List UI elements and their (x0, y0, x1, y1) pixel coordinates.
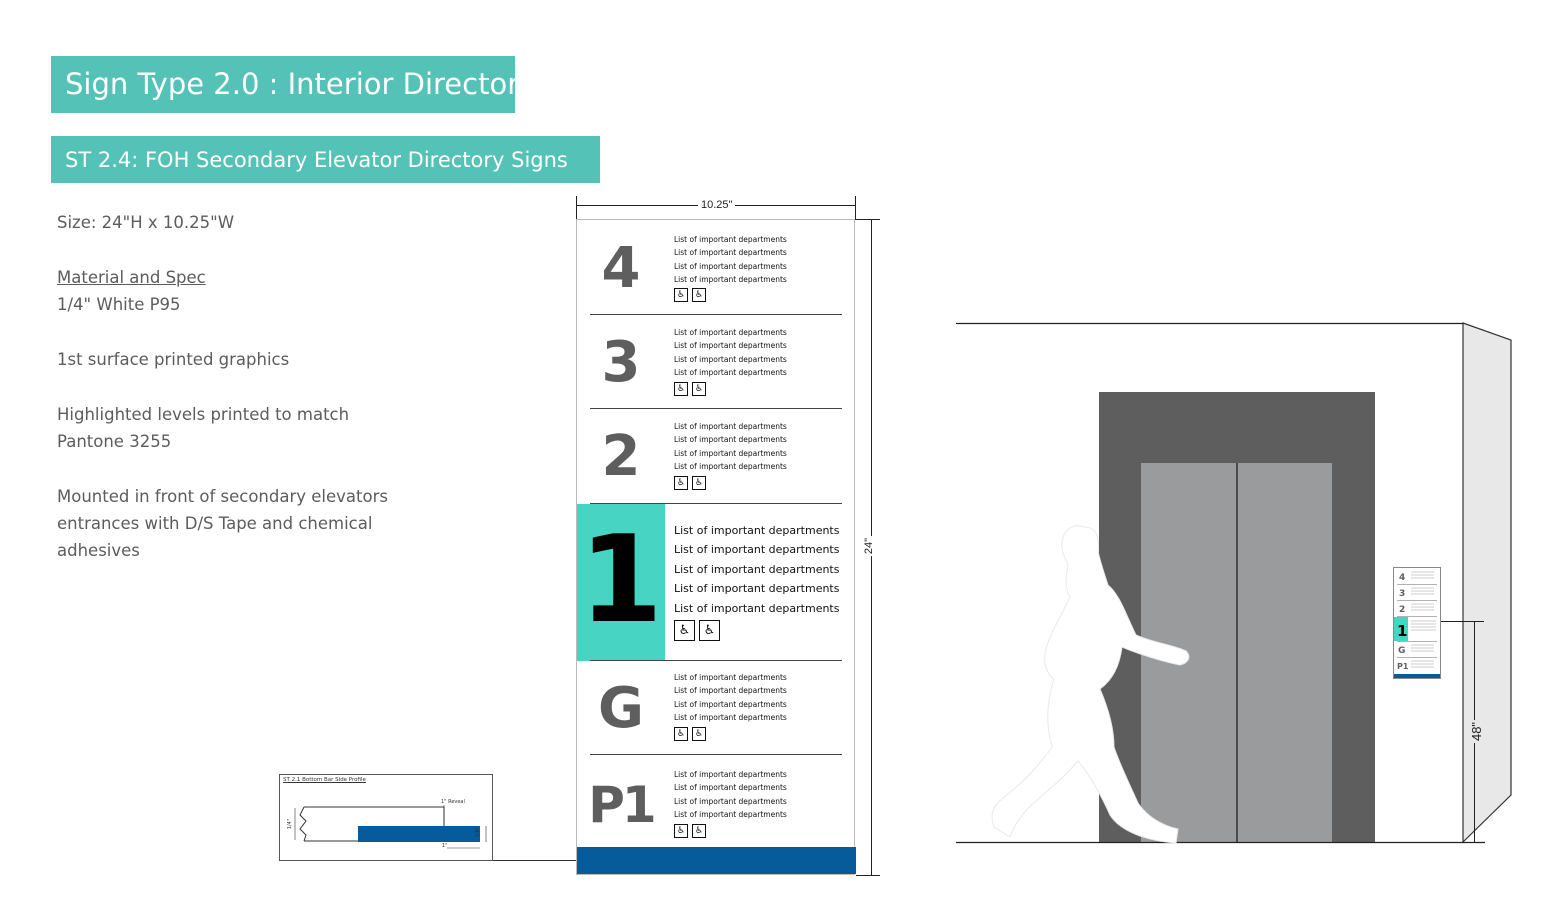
svg-text:1: 1 (1397, 622, 1407, 640)
department-line: List of important departments (674, 673, 787, 682)
highlight-text-2: Pantone 3255 (57, 432, 172, 451)
bottom-bar-profile-detail: ST 2.1 Bottom Bar Side Profile 1" Reveal… (279, 774, 493, 861)
department-line: List of important departments (674, 562, 840, 576)
detail-leader-line (493, 860, 576, 861)
height-dimension-label: 24" (863, 535, 876, 557)
svg-text:3: 3 (1399, 589, 1405, 599)
level-number-4: 4 (601, 236, 641, 301)
level-number-2: 2 (601, 424, 641, 489)
department-line: List of important departments (674, 367, 787, 377)
department-line: List of important departments (674, 448, 787, 458)
level-g-list: List of important departments List of im… (674, 671, 787, 724)
department-line: List of important departments (674, 354, 787, 364)
level-2-list: List of important departments List of im… (674, 420, 787, 473)
department-line: List of important departments (674, 770, 787, 779)
bar-thickness-label: 1/8" (475, 826, 482, 838)
spec-list: Size: 24"H x 10.25"W Material and Spec 1… (57, 209, 437, 564)
section-subtitle: ST 2.4: FOH Secondary Elevator Directory… (51, 136, 600, 183)
level-number-3: 3 (601, 330, 641, 395)
department-line: List of important departments (674, 712, 787, 722)
svg-text:G: G (1398, 646, 1405, 656)
restroom-accessible-icon: ♿ (699, 620, 720, 641)
restroom-accessible-icon: ♿ (692, 476, 706, 490)
level-number-p1: P1 (588, 776, 656, 834)
restroom-accessible-icon: ♿ (674, 476, 688, 490)
elevator-scene (956, 322, 1512, 844)
department-line: List of important departments (674, 328, 787, 337)
svg-text:2: 2 (1399, 605, 1405, 615)
level-4-icons: ♿ ♿ (674, 288, 706, 302)
level-4-list: List of important departments List of im… (674, 233, 787, 286)
mounted-sign-drawing: 4 3 2 1 G P1 (1394, 568, 1440, 678)
restroom-accessible-icon: ♿ (674, 288, 688, 302)
directory-sign: 4 List of important departments List of … (576, 219, 856, 875)
reveal-label: 1" Reveal (441, 799, 465, 805)
department-line: List of important departments (674, 699, 787, 709)
restroom-accessible-icon: ♿ (692, 727, 706, 741)
restroom-accessible-icon: ♿ (674, 382, 688, 396)
restroom-accessible-icon: ♿ (674, 824, 688, 838)
department-line: List of important departments (674, 235, 787, 244)
department-line: List of important departments (674, 435, 787, 445)
level-3-icons: ♿ ♿ (674, 382, 706, 396)
page-title: Sign Type 2.0 : Interior Directory (51, 56, 536, 113)
restroom-accessible-icon: ♿ (674, 727, 688, 741)
thickness-label: 1/4" (287, 818, 294, 830)
level-g-icons: ♿ ♿ (674, 727, 706, 741)
department-line: List of important departments (674, 341, 787, 351)
department-line: List of important departments (674, 461, 787, 471)
width-dimension-label: 10.25" (698, 199, 736, 211)
mount-height-label: 48" (1469, 719, 1485, 744)
department-line: List of important departments (674, 809, 787, 819)
level-p1-list: List of important departments List of im… (674, 768, 787, 821)
material-text: 1/4" White P95 (57, 295, 181, 314)
level-p1-icons: ♿ ♿ (674, 824, 706, 838)
department-line: List of important departments (674, 686, 787, 696)
level-1-icons: ♿ ♿ (674, 620, 720, 641)
department-line: List of important departments (674, 248, 787, 258)
highlight-text-1: Highlighted levels printed to match (57, 405, 350, 424)
department-line: List of important departments (674, 783, 787, 793)
svg-text:P1: P1 (1397, 662, 1409, 671)
department-line: List of important departments (674, 582, 840, 596)
level-divider (590, 660, 842, 661)
department-line: List of important departments (674, 261, 787, 271)
restroom-accessible-icon: ♿ (674, 620, 695, 641)
profile-drawing (294, 805, 487, 849)
level-1-list: List of important departments List of im… (674, 521, 839, 618)
restroom-accessible-icon: ♿ (692, 824, 706, 838)
level-3-list: List of important departments List of im… (674, 326, 787, 379)
highlighted-level-band (577, 504, 665, 661)
level-2-icons: ♿ ♿ (674, 476, 706, 490)
department-line: List of important departments (674, 524, 840, 537)
bottom-bar (577, 847, 856, 874)
department-line: List of important departments (674, 422, 787, 431)
mount-text-3: adhesives (57, 541, 140, 560)
level-number-1: 1 (579, 511, 663, 650)
svg-text:4: 4 (1399, 573, 1405, 583)
level-divider (590, 314, 842, 315)
department-line: List of important departments (674, 601, 840, 615)
restroom-accessible-icon: ♿ (692, 382, 706, 396)
restroom-accessible-icon: ♿ (692, 288, 706, 302)
department-line: List of important departments (674, 796, 787, 806)
size-text: Size: 24"H x 10.25"W (57, 213, 235, 232)
mounted-sign-thumbnail: 4 3 2 1 G P1 (1393, 567, 1441, 679)
level-divider (590, 754, 842, 755)
mount-text-2: entrances with D/S Tape and chemical (57, 514, 373, 533)
department-line: List of important departments (674, 274, 787, 284)
level-divider (590, 503, 842, 504)
department-line: List of important departments (674, 543, 840, 557)
printing-text: 1st surface printed graphics (57, 350, 290, 369)
mount-text-1: Mounted in front of secondary elevators (57, 487, 388, 506)
material-heading: Material and Spec (57, 268, 206, 287)
walking-person-silhouette (991, 525, 1190, 844)
profile-title: ST 2.1 Bottom Bar Side Profile (283, 777, 366, 783)
level-divider (590, 408, 842, 409)
level-number-g: G (598, 676, 644, 741)
bar-width-label: 1" (442, 843, 448, 849)
